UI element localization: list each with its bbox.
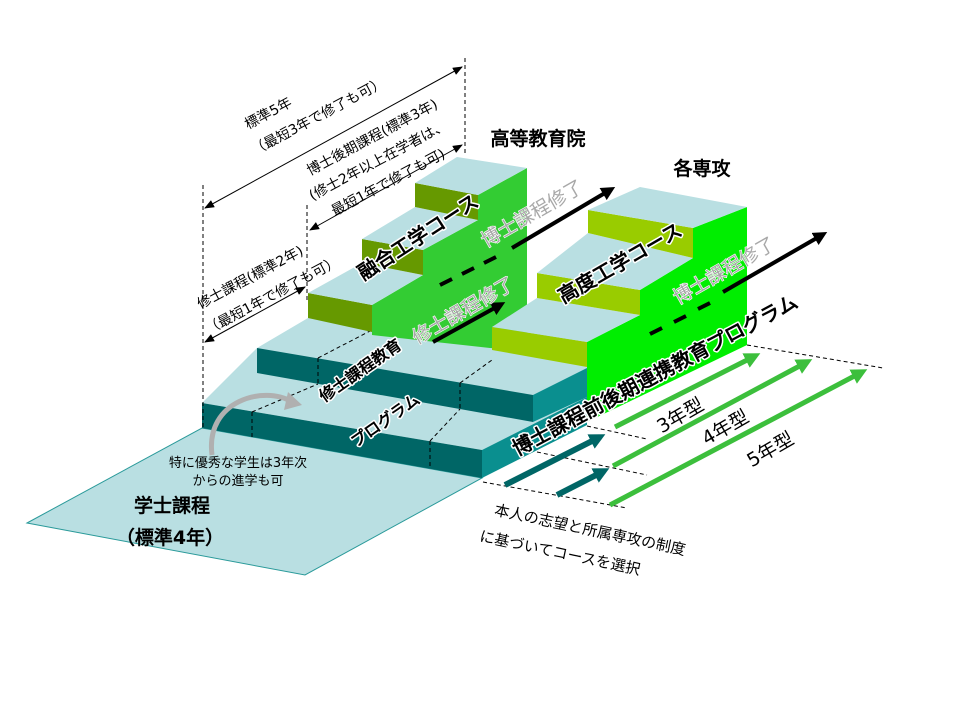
fusion-step2-front — [362, 239, 423, 275]
fusion-step1-front — [308, 293, 372, 332]
master-duration-arrow — [204, 286, 306, 343]
guide-line — [536, 451, 648, 476]
early-admission-note-1: 特に優秀な学生は3年次 — [169, 455, 307, 471]
phd-complete-right-path — [649, 232, 828, 336]
departments-heading: 各専攻 — [672, 157, 731, 180]
guide-line — [746, 344, 884, 369]
undergrad-title: 学士課程 — [134, 494, 210, 517]
advanced-step3-front — [588, 210, 693, 258]
advanced-step1-top — [492, 298, 640, 342]
teal-arrow-2 — [555, 468, 610, 498]
fusion-step1-top — [308, 263, 423, 305]
guide-line — [586, 425, 648, 440]
divider — [317, 329, 373, 359]
early-admission-arrow — [209, 392, 294, 456]
five-year-label: 5年型 — [743, 428, 797, 472]
phd-complete-left-path — [439, 186, 616, 287]
institute-heading: 高等教育院 — [490, 127, 585, 150]
divider — [429, 408, 461, 442]
upper-block-front — [257, 348, 533, 422]
advanced-green-side — [587, 207, 747, 422]
advanced-step3-top — [588, 187, 747, 228]
advanced-step2-front — [537, 273, 640, 315]
five-year-arrow — [608, 369, 868, 508]
teal-arrow-1 — [503, 434, 606, 488]
total-duration-arrow — [204, 66, 463, 209]
master-complete-arrow — [432, 302, 506, 344]
three-year-arrow — [613, 353, 761, 430]
lower-block-side — [482, 397, 587, 478]
undergrad-standard: （標準4年） — [116, 526, 224, 549]
early-admission-note-2: からの進学も可 — [192, 473, 283, 489]
lower-block-front — [202, 403, 482, 478]
fusion-green-side — [372, 168, 527, 350]
upper-block-side — [533, 368, 587, 422]
early-admission-arrowhead — [284, 392, 302, 410]
advanced-step2-top — [537, 233, 693, 290]
doctoral-duration-arrow — [309, 144, 463, 231]
four-year-arrow — [611, 359, 813, 469]
advanced-step1-front — [492, 327, 587, 367]
